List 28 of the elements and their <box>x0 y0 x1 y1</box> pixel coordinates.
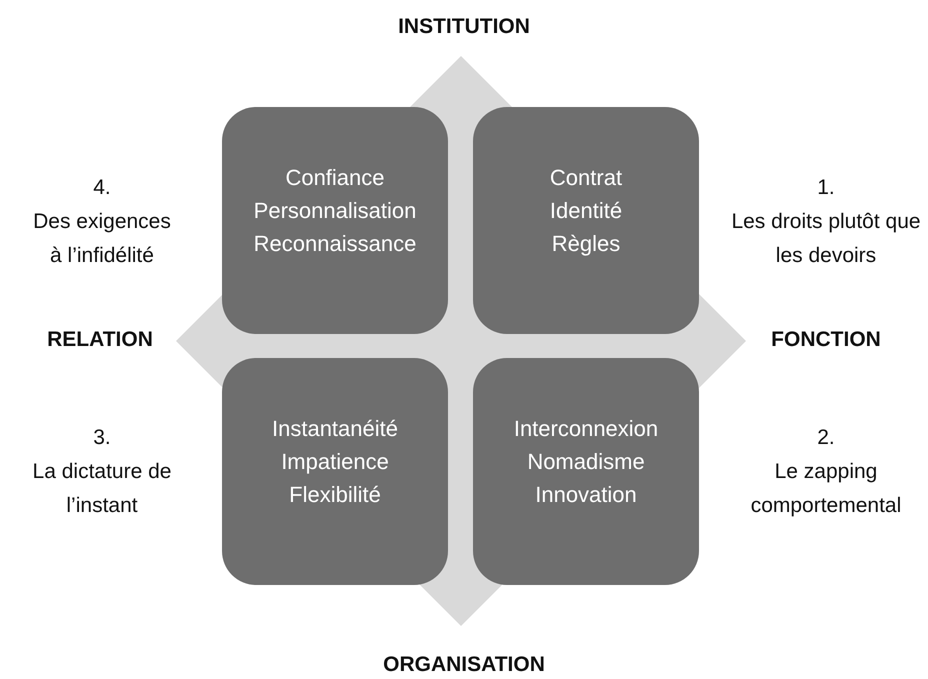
keyword-text: Reconnaissance <box>254 230 416 258</box>
keyword-text: Contrat <box>550 164 622 192</box>
quadrant-box <box>222 358 448 585</box>
keyword-text: Flexibilité <box>289 481 381 509</box>
axis-label: INSTITUTION <box>397 14 531 40</box>
quadrant-number: 2. <box>816 425 836 451</box>
keyword-text: Confiance <box>285 164 385 192</box>
quadrant-description: Le zapping comportemental <box>750 459 902 519</box>
axis-label: ORGANISATION <box>382 652 546 678</box>
keyword-text: Innovation <box>535 481 637 509</box>
keyword-text: Interconnexion <box>514 415 658 443</box>
quadrant-number: 4. <box>92 175 112 201</box>
quadrant-description: Les droits plutôt que les devoirs <box>731 209 921 269</box>
quadrant-number: 3. <box>92 425 112 451</box>
keyword-text: Identité <box>550 197 622 225</box>
quadrant-box <box>222 107 448 334</box>
keyword-text: Personnalisation <box>254 197 416 225</box>
quadrant-box <box>473 358 699 585</box>
keyword-text: Nomadisme <box>527 448 645 476</box>
quadrant-box <box>473 107 699 334</box>
quadrant-description: Des exigences à l’infidélité <box>32 209 172 269</box>
quadrant-description: La dictature de l’instant <box>32 459 172 519</box>
axis-label: FONCTION <box>770 327 882 353</box>
quadrant-number: 1. <box>816 175 836 201</box>
keyword-text: Impatience <box>281 448 389 476</box>
keyword-text: Règles <box>552 230 620 258</box>
keyword-text: Instantanéité <box>272 415 398 443</box>
axis-label: RELATION <box>46 327 154 353</box>
